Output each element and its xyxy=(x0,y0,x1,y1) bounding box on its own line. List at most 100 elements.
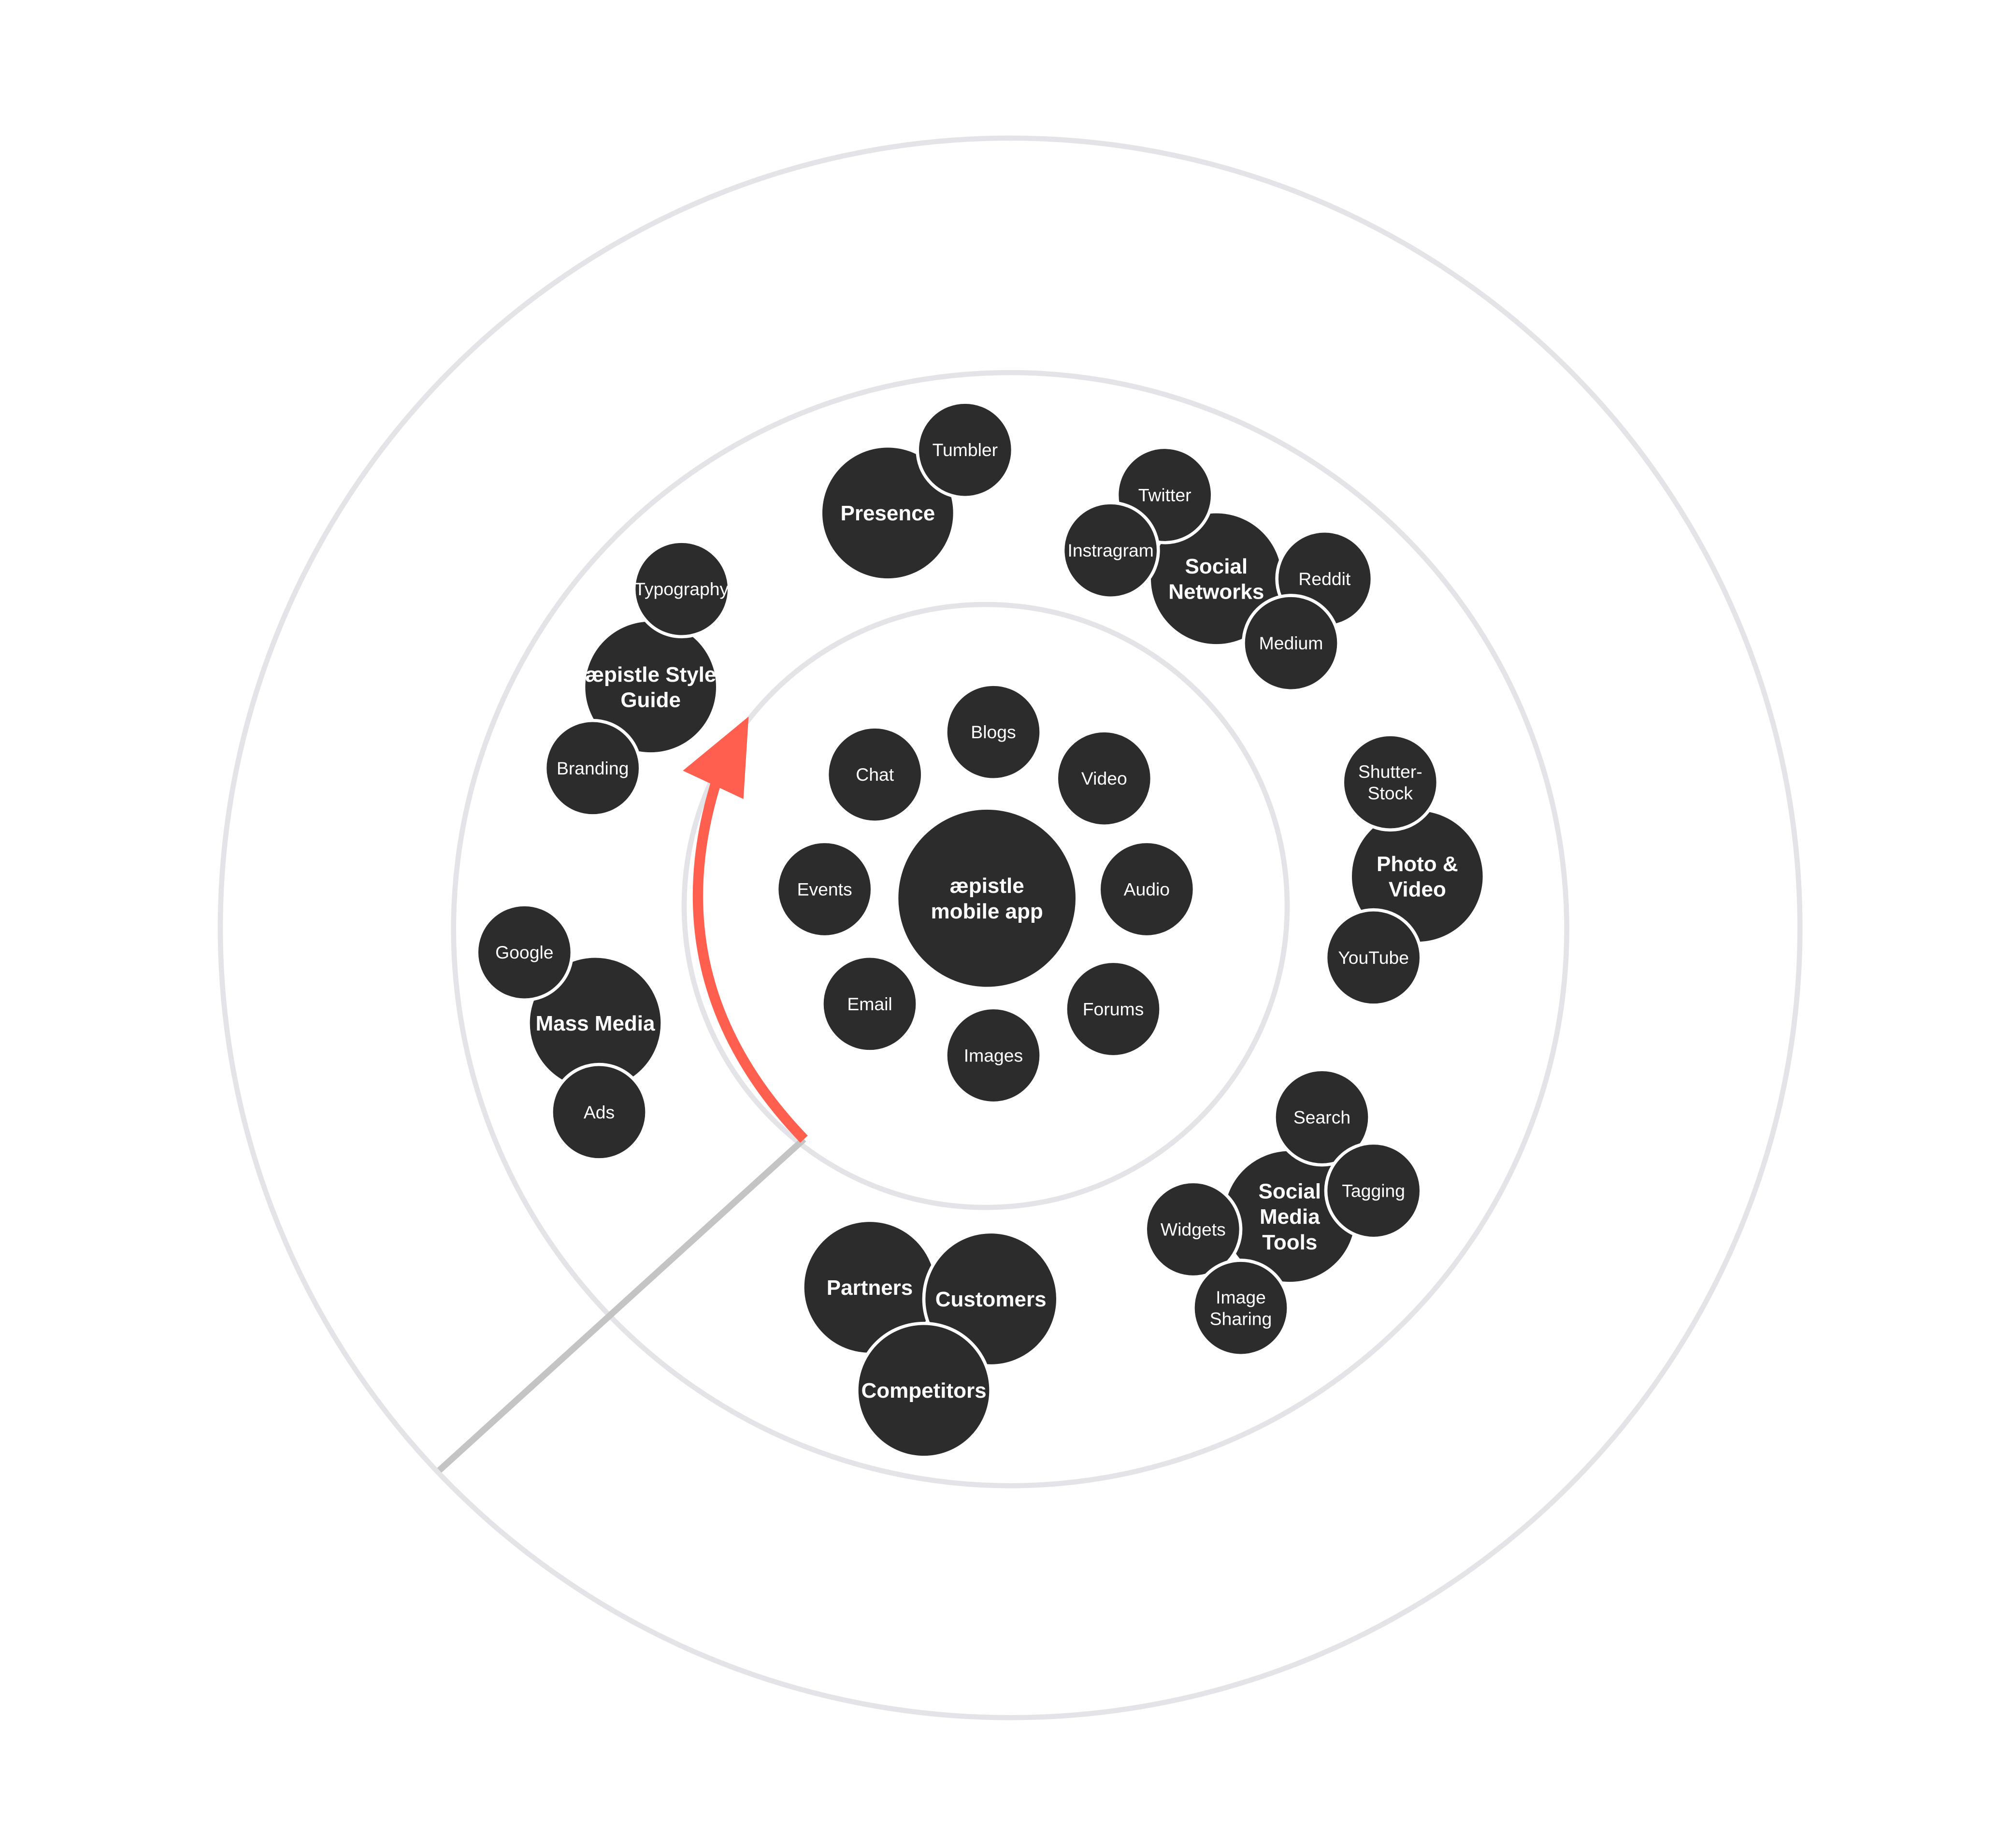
node-circle xyxy=(944,683,1043,782)
node-label: Images xyxy=(964,1046,1023,1066)
node-label: Instragram xyxy=(1067,540,1153,560)
node-circle xyxy=(895,806,1079,990)
node-label: Mass Media xyxy=(536,1012,656,1035)
node-label: Partners xyxy=(827,1276,913,1300)
node-circle xyxy=(1273,1068,1371,1167)
node-circle xyxy=(855,1321,992,1459)
node-circle xyxy=(1324,908,1423,1007)
node-label-line: Media xyxy=(1260,1205,1320,1229)
progress-arrow-head xyxy=(683,716,749,799)
node-label-line: Stock xyxy=(1368,783,1413,803)
node-label-line: Search xyxy=(1293,1107,1350,1128)
node-label: Blogs xyxy=(971,722,1016,742)
node-label-line: Chat xyxy=(856,764,894,785)
node-video[interactable]: Video xyxy=(1055,729,1154,828)
node-label-line: YouTube xyxy=(1338,947,1409,968)
node-label-line: Shutter- xyxy=(1358,761,1422,782)
node-ads[interactable]: Ads xyxy=(550,1062,648,1161)
node-circle xyxy=(1097,840,1196,939)
node-label-line: mobile app xyxy=(931,900,1043,923)
node-tumbler[interactable]: Tumbler xyxy=(916,401,1015,500)
node-label: YouTube xyxy=(1338,947,1409,968)
node-label: Tagging xyxy=(1342,1181,1405,1201)
node-label: Google xyxy=(495,942,553,962)
node-label-line: Twitter xyxy=(1138,485,1192,505)
node-label: Photo &Video xyxy=(1377,852,1458,902)
node-label-line: Medium xyxy=(1259,633,1323,653)
node-events[interactable]: Events xyxy=(775,840,874,939)
node-label-line: Images xyxy=(964,1046,1023,1066)
node-label-line: æpistle Style xyxy=(585,663,716,687)
node-circle xyxy=(1192,1259,1290,1358)
node-circle xyxy=(944,1006,1043,1105)
node-circle xyxy=(475,903,574,1002)
progress-arrow-arc xyxy=(692,772,808,1143)
node-label-line: Customers xyxy=(935,1288,1047,1311)
node-label: Chat xyxy=(856,764,894,785)
node-instragram[interactable]: Instragram xyxy=(1061,501,1160,600)
node-forums[interactable]: Forums xyxy=(1064,960,1163,1059)
node-label-line: Ads xyxy=(584,1102,615,1122)
node-circle xyxy=(1064,960,1163,1059)
node-label: Customers xyxy=(935,1288,1047,1311)
node-label-line: Tumbler xyxy=(933,440,998,460)
node-competitors[interactable]: Competitors xyxy=(855,1321,992,1459)
node-label-line: Typography xyxy=(634,579,729,599)
node-shutterstock[interactable]: Shutter-Stock xyxy=(1341,733,1440,832)
node-circle xyxy=(825,725,924,824)
node-label-line: Google xyxy=(495,942,553,962)
node-tagging[interactable]: Tagging xyxy=(1324,1141,1423,1240)
node-search[interactable]: Search xyxy=(1273,1068,1371,1167)
outer-ring xyxy=(217,135,1803,1720)
node-medium[interactable]: Medium xyxy=(1242,594,1340,693)
node-youtube[interactable]: YouTube xyxy=(1324,908,1423,1007)
node-blogs[interactable]: Blogs xyxy=(944,683,1043,782)
node-label: Tumbler xyxy=(933,440,998,460)
node-label: Video xyxy=(1081,768,1127,788)
node-label: Email xyxy=(847,994,892,1014)
node-circle xyxy=(1242,594,1340,693)
node-circle xyxy=(1055,729,1154,828)
node-label-line: Photo & xyxy=(1377,852,1458,876)
node-images[interactable]: Images xyxy=(944,1006,1043,1105)
node-label-line: Tagging xyxy=(1342,1181,1405,1201)
node-circle xyxy=(543,718,642,817)
node-label-line: Audio xyxy=(1124,879,1170,900)
node-label-line: æpistle xyxy=(950,874,1024,898)
node-google[interactable]: Google xyxy=(475,903,574,1002)
node-label: Reddit xyxy=(1298,569,1351,589)
node-widgets[interactable]: Widgets xyxy=(1144,1180,1243,1279)
node-label: Twitter xyxy=(1138,485,1192,505)
node-partners[interactable]: Partners xyxy=(801,1218,938,1356)
node-label-line: Instragram xyxy=(1067,540,1153,560)
node-label: Branding xyxy=(557,758,629,778)
node-label-line: Networks xyxy=(1168,580,1264,604)
node-label-line: Blogs xyxy=(971,722,1016,742)
node-circle xyxy=(550,1062,648,1161)
node-circle xyxy=(916,401,1015,500)
node-circle xyxy=(1341,733,1440,832)
node-label: Shutter-Stock xyxy=(1358,761,1422,803)
node-audio[interactable]: Audio xyxy=(1097,840,1196,939)
node-presence[interactable]: Presence xyxy=(819,444,957,582)
node-typography[interactable]: Typography xyxy=(632,540,731,639)
node-email[interactable]: Email xyxy=(820,954,919,1053)
node-chat[interactable]: Chat xyxy=(825,725,924,824)
node-mass-media[interactable]: Mass Media xyxy=(527,954,664,1092)
middle-ring xyxy=(451,370,1569,1489)
node-label: Ads xyxy=(584,1102,615,1122)
node-circle xyxy=(632,540,731,639)
node-branding[interactable]: Branding xyxy=(543,718,642,817)
node-label-line: Presence xyxy=(840,501,935,525)
node-label-line: Video xyxy=(1081,768,1127,788)
